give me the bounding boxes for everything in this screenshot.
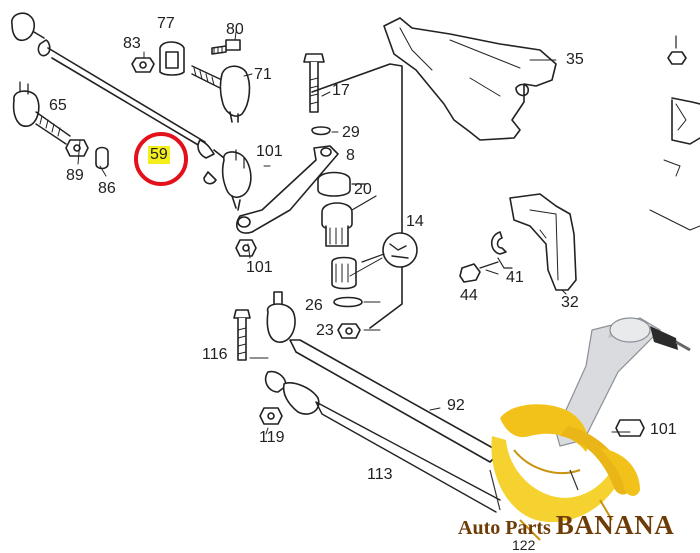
callout-26: 26 <box>305 297 323 314</box>
parts-upper-cluster <box>131 39 251 123</box>
callout-83: 83 <box>123 35 141 52</box>
callout-89: 89 <box>66 167 84 184</box>
callout-113: 113 <box>367 466 393 483</box>
callout-35: 35 <box>566 51 584 68</box>
callout-101-upper: 101 <box>256 143 283 160</box>
watermark-prefix: Auto Parts <box>458 517 556 539</box>
watermark-brand: Auto Parts BANANA <box>458 512 674 539</box>
callout-14: 14 <box>406 213 424 230</box>
steering-stack <box>311 63 418 339</box>
callout-44: 44 <box>460 287 478 304</box>
callout-116: 116 <box>202 346 228 363</box>
watermark-graphic <box>489 317 691 541</box>
callout-119: 119 <box>259 429 285 446</box>
highlight-circle <box>134 132 188 186</box>
watermark-name: BANANA <box>555 510 675 540</box>
callout-59: 59 <box>148 146 170 164</box>
callout-20: 20 <box>354 181 372 198</box>
callout-92: 92 <box>447 397 465 414</box>
callout-122: 122 <box>512 537 536 553</box>
callout-101-right: 101 <box>650 421 677 438</box>
pitman-arm-assembly <box>235 53 339 257</box>
leader-lines <box>77 31 631 435</box>
center-rods-lower <box>233 291 501 513</box>
callout-101-mid: 101 <box>246 259 273 276</box>
callout-17: 17 <box>332 82 350 99</box>
callout-41: 41 <box>506 269 524 286</box>
bracket-32 <box>459 193 577 291</box>
callout-8: 8 <box>346 147 355 164</box>
tie-rod-upper <box>11 12 252 211</box>
callout-32: 32 <box>561 294 579 311</box>
callout-71: 71 <box>254 66 272 83</box>
callout-23: 23 <box>316 322 334 339</box>
callout-29: 29 <box>342 124 360 141</box>
right-edge-parts <box>615 35 700 437</box>
tie-rod-end-65 <box>12 81 109 170</box>
callout-65: 65 <box>49 97 67 114</box>
callout-86: 86 <box>98 180 116 197</box>
splash-guard-35 <box>383 17 557 141</box>
callout-77: 77 <box>157 15 175 32</box>
callout-80: 80 <box>226 21 244 38</box>
